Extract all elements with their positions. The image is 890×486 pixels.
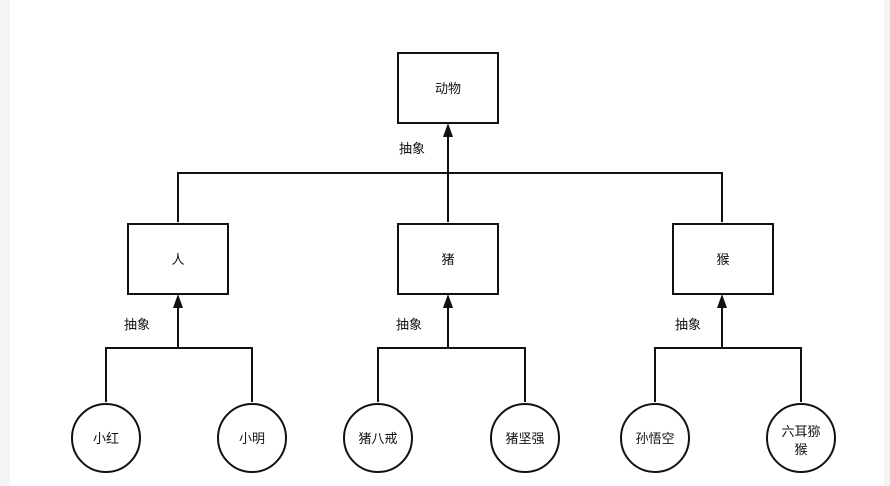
node-xiaoming-label: 小明 (239, 432, 265, 447)
node-zhubajie-circle (343, 403, 413, 473)
node-xiaohong-label: 小红 (93, 431, 119, 447)
edge-label-to-pig: 抽象 (396, 318, 422, 333)
node-zhujianqiang-circle (490, 403, 560, 473)
node-sunwukong-circle (620, 403, 690, 473)
arrowhead-to-animal (443, 123, 453, 137)
right-margin-strip (884, 0, 890, 486)
node-liuermihou-circle (766, 403, 836, 473)
connector-animal-level (177, 135, 723, 222)
node-zhujianqiang-label: 猪坚强 (505, 432, 544, 447)
node-liuermihou-label-line2: 猴 (794, 443, 807, 458)
node-human-label: 人 (171, 253, 184, 268)
node-xiaoming-circle (217, 403, 287, 473)
connector-pig-group (377, 305, 526, 402)
node-monkey-label: 猴 (716, 253, 729, 268)
connector-human-group (105, 305, 253, 402)
edge-label-to-monkey: 抽象 (675, 318, 701, 333)
node-sunwukong-label: 孙悟空 (635, 432, 674, 447)
arrowhead-to-human (173, 294, 183, 308)
node-liuermihou-label-line1: 六耳猕 (781, 425, 820, 440)
edge-label-to-animal: 抽象 (399, 142, 425, 157)
connector-monkey-group (654, 305, 802, 402)
node-pig-label: 猪 (441, 253, 454, 268)
node-xiaohong-circle (71, 403, 141, 473)
edge-label-to-human: 抽象 (124, 318, 150, 333)
arrowhead-to-pig (443, 294, 453, 308)
left-margin-strip (0, 0, 10, 486)
node-animal-label: 动物 (435, 82, 461, 97)
arrowhead-to-monkey (717, 294, 727, 308)
node-monkey-box (672, 223, 774, 295)
node-zhubajie-label: 猪八戒 (358, 432, 397, 447)
